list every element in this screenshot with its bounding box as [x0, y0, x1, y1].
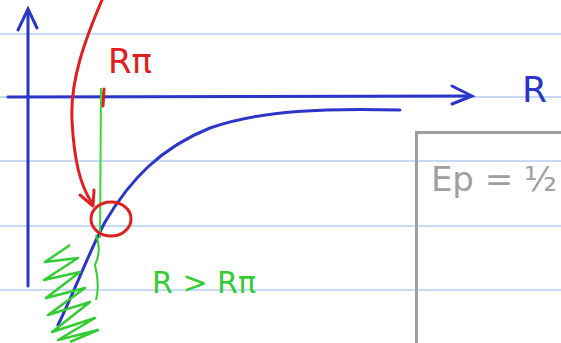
- formula-text: Ep = ½: [431, 162, 557, 196]
- formula-panel: Ep = ½: [415, 131, 561, 343]
- green-brace: [95, 235, 99, 300]
- condition-label: R > Rπ: [152, 268, 256, 298]
- red-arrow: [72, 0, 102, 203]
- energy-curve: [58, 109, 400, 325]
- red-tick: [103, 89, 104, 106]
- axis-label: R: [522, 72, 547, 108]
- red-circle: [91, 202, 131, 236]
- green-guide: [100, 88, 101, 238]
- axes: [8, 9, 472, 286]
- red-arrowhead: [80, 190, 94, 206]
- ruled-lines: [0, 34, 561, 290]
- forbidden-hatch: [44, 245, 98, 342]
- radius-label: Rπ: [108, 44, 152, 78]
